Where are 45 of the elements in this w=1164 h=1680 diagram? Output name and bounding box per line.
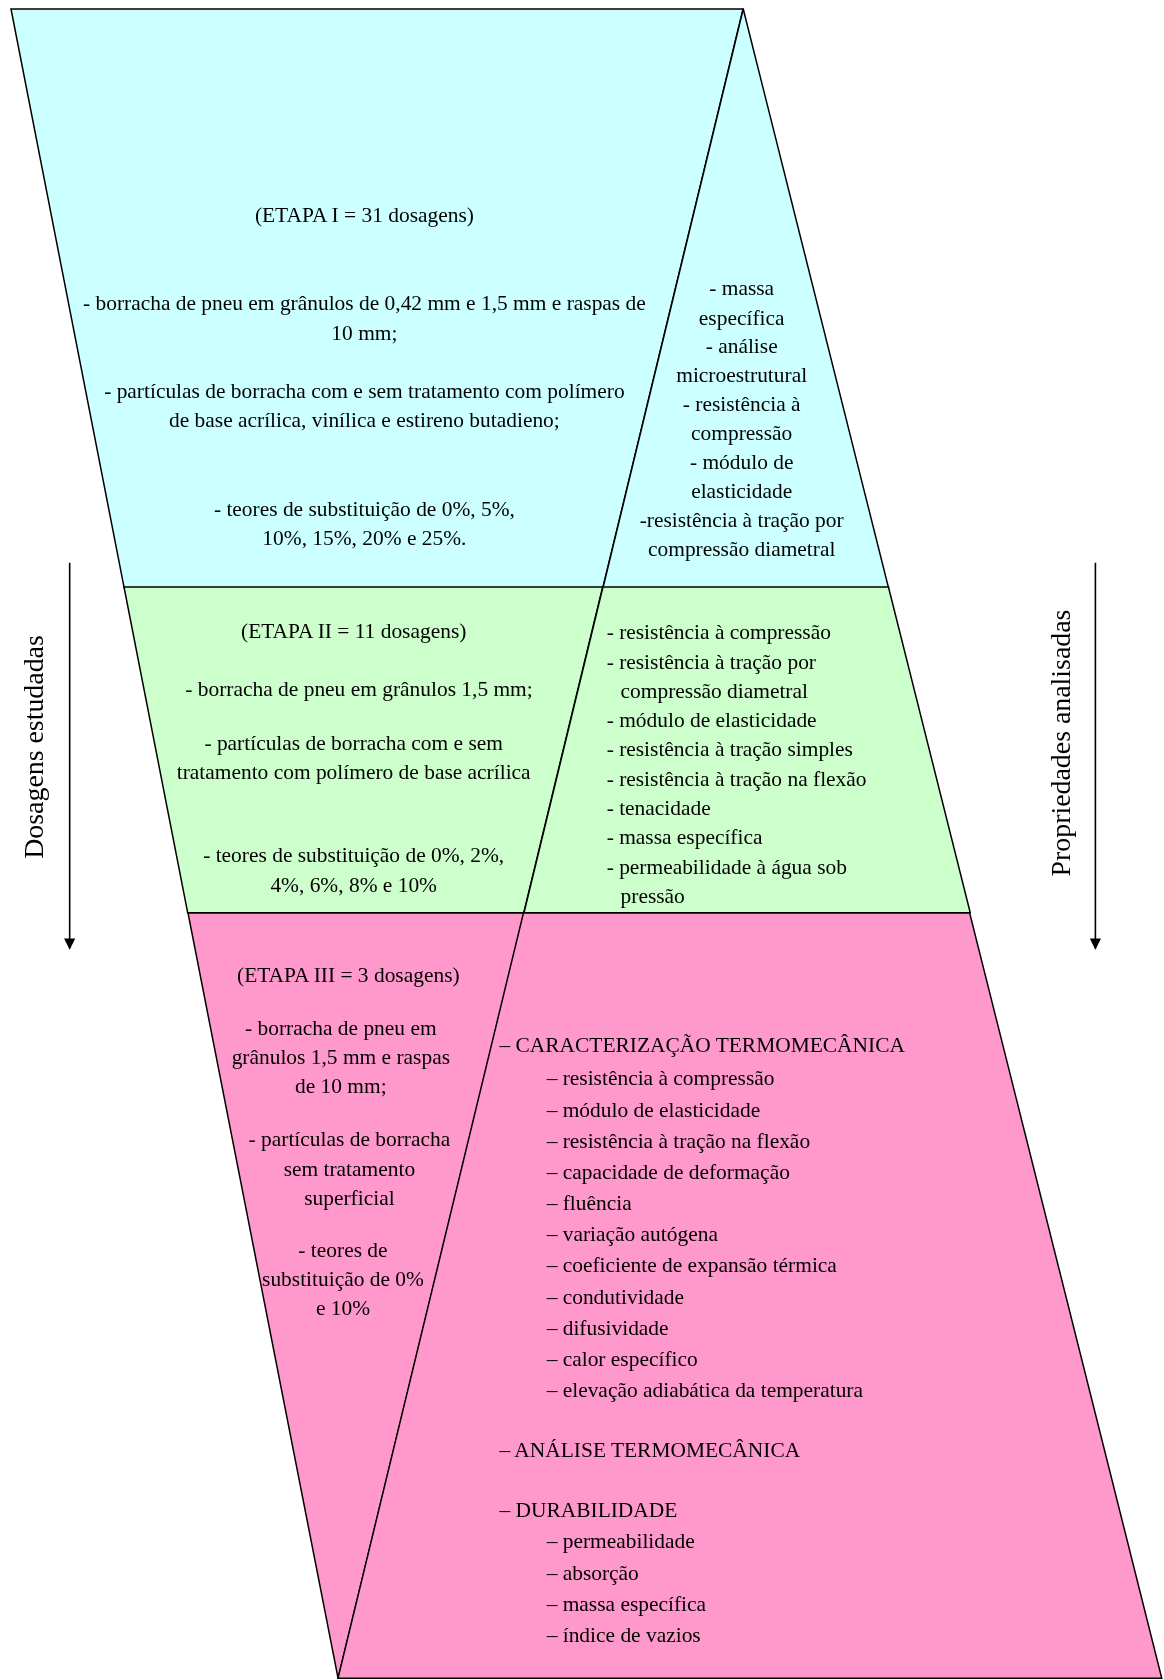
list-item: – coeficiente de expansão térmica xyxy=(546,1252,837,1280)
list-item: - borracha de pneu em grânulos de 0,42 mm e 1,5 mm e raspas de 10 mm; xyxy=(82,290,647,347)
axis-title: Dosagens estudadas xyxy=(18,635,51,859)
list-item: – permeabilidade xyxy=(546,1528,695,1556)
list-item: - borracha de pneu em grânulos 1,5 mm e raspas de 10 mm; xyxy=(230,1014,451,1101)
list-item: – índice de vazios xyxy=(546,1621,701,1649)
list-item: - teores de substituição de 0% e 10% xyxy=(261,1236,425,1323)
list-item: - tenacidade xyxy=(606,795,712,822)
list-item: - teores de substituição de 0%, 5%, 10%, 15%, 20% e 25%. xyxy=(212,496,516,553)
list-item: - partículas de borracha com e sem tratamento com polímero de base acrílica xyxy=(175,729,532,786)
list-item: – fluência xyxy=(546,1190,632,1218)
list-item: - resistência à compressão xyxy=(606,619,832,647)
list-item: - partículas de borracha sem tratamento superficial xyxy=(247,1126,452,1212)
list-item: – elevação adiabática da temperatura xyxy=(546,1377,863,1405)
stage-heading: (ETAPA III = 3 dosagens) xyxy=(236,962,461,990)
list-item: – variação autógena xyxy=(546,1221,718,1249)
list-item: – CARACTERIZAÇÃO TERMOMECÂNICA xyxy=(499,1032,905,1060)
list-item: – massa específica xyxy=(546,1590,707,1618)
list-item: - massa específica xyxy=(606,824,764,852)
list-item: - análise microestrutural xyxy=(675,333,809,390)
list-item: - resistência à compressão xyxy=(681,391,802,448)
list-item: - borracha de pneu em grânulos 1,5 mm; xyxy=(184,676,534,704)
list-item: – calor específico xyxy=(546,1346,698,1373)
list-item: - módulo de elasticidade xyxy=(606,707,818,735)
list-item: - teores de substituição de 0%, 2%, 4%, 6%, 8% e 10% xyxy=(202,842,506,899)
list-item: – módulo de elasticidade xyxy=(546,1096,761,1124)
list-item: – resistência à compressão xyxy=(546,1065,775,1093)
list-item: - resistência à tração na flexão xyxy=(606,765,868,793)
list-item: -resistência à tração por compressão diametral xyxy=(638,506,845,563)
list-item: - módulo de elasticidade xyxy=(688,449,795,506)
list-item: – difusividade xyxy=(546,1314,669,1342)
stage-heading: (ETAPA I = 31 dosagens) xyxy=(253,202,475,230)
list-item: – absorção xyxy=(546,1559,639,1587)
list-item: - resistência à tração simples xyxy=(606,736,854,764)
list-item: – ANÁLISE TERMOMECÂNICA xyxy=(499,1437,801,1465)
list-item: - permeabilidade à água sob pressão xyxy=(606,853,848,910)
list-item: – capacidade de deformação xyxy=(546,1158,790,1186)
stage-heading: (ETAPA II = 11 dosagens) xyxy=(240,618,468,646)
list-item: - massa específica xyxy=(697,275,786,332)
axis-title: Propriedades analisadas xyxy=(1045,609,1078,877)
list-item: – condutividade xyxy=(546,1283,685,1311)
list-item: – DURABILIDADE xyxy=(499,1497,678,1525)
list-item: - resistência à tração por compressão diametral xyxy=(606,648,817,705)
list-item: - partículas de borracha com e sem tratamento com polímero de base acrílica, vinílica e estireno butadieno; xyxy=(103,378,626,435)
list-item: – resistência à tração na flexão xyxy=(546,1127,811,1155)
